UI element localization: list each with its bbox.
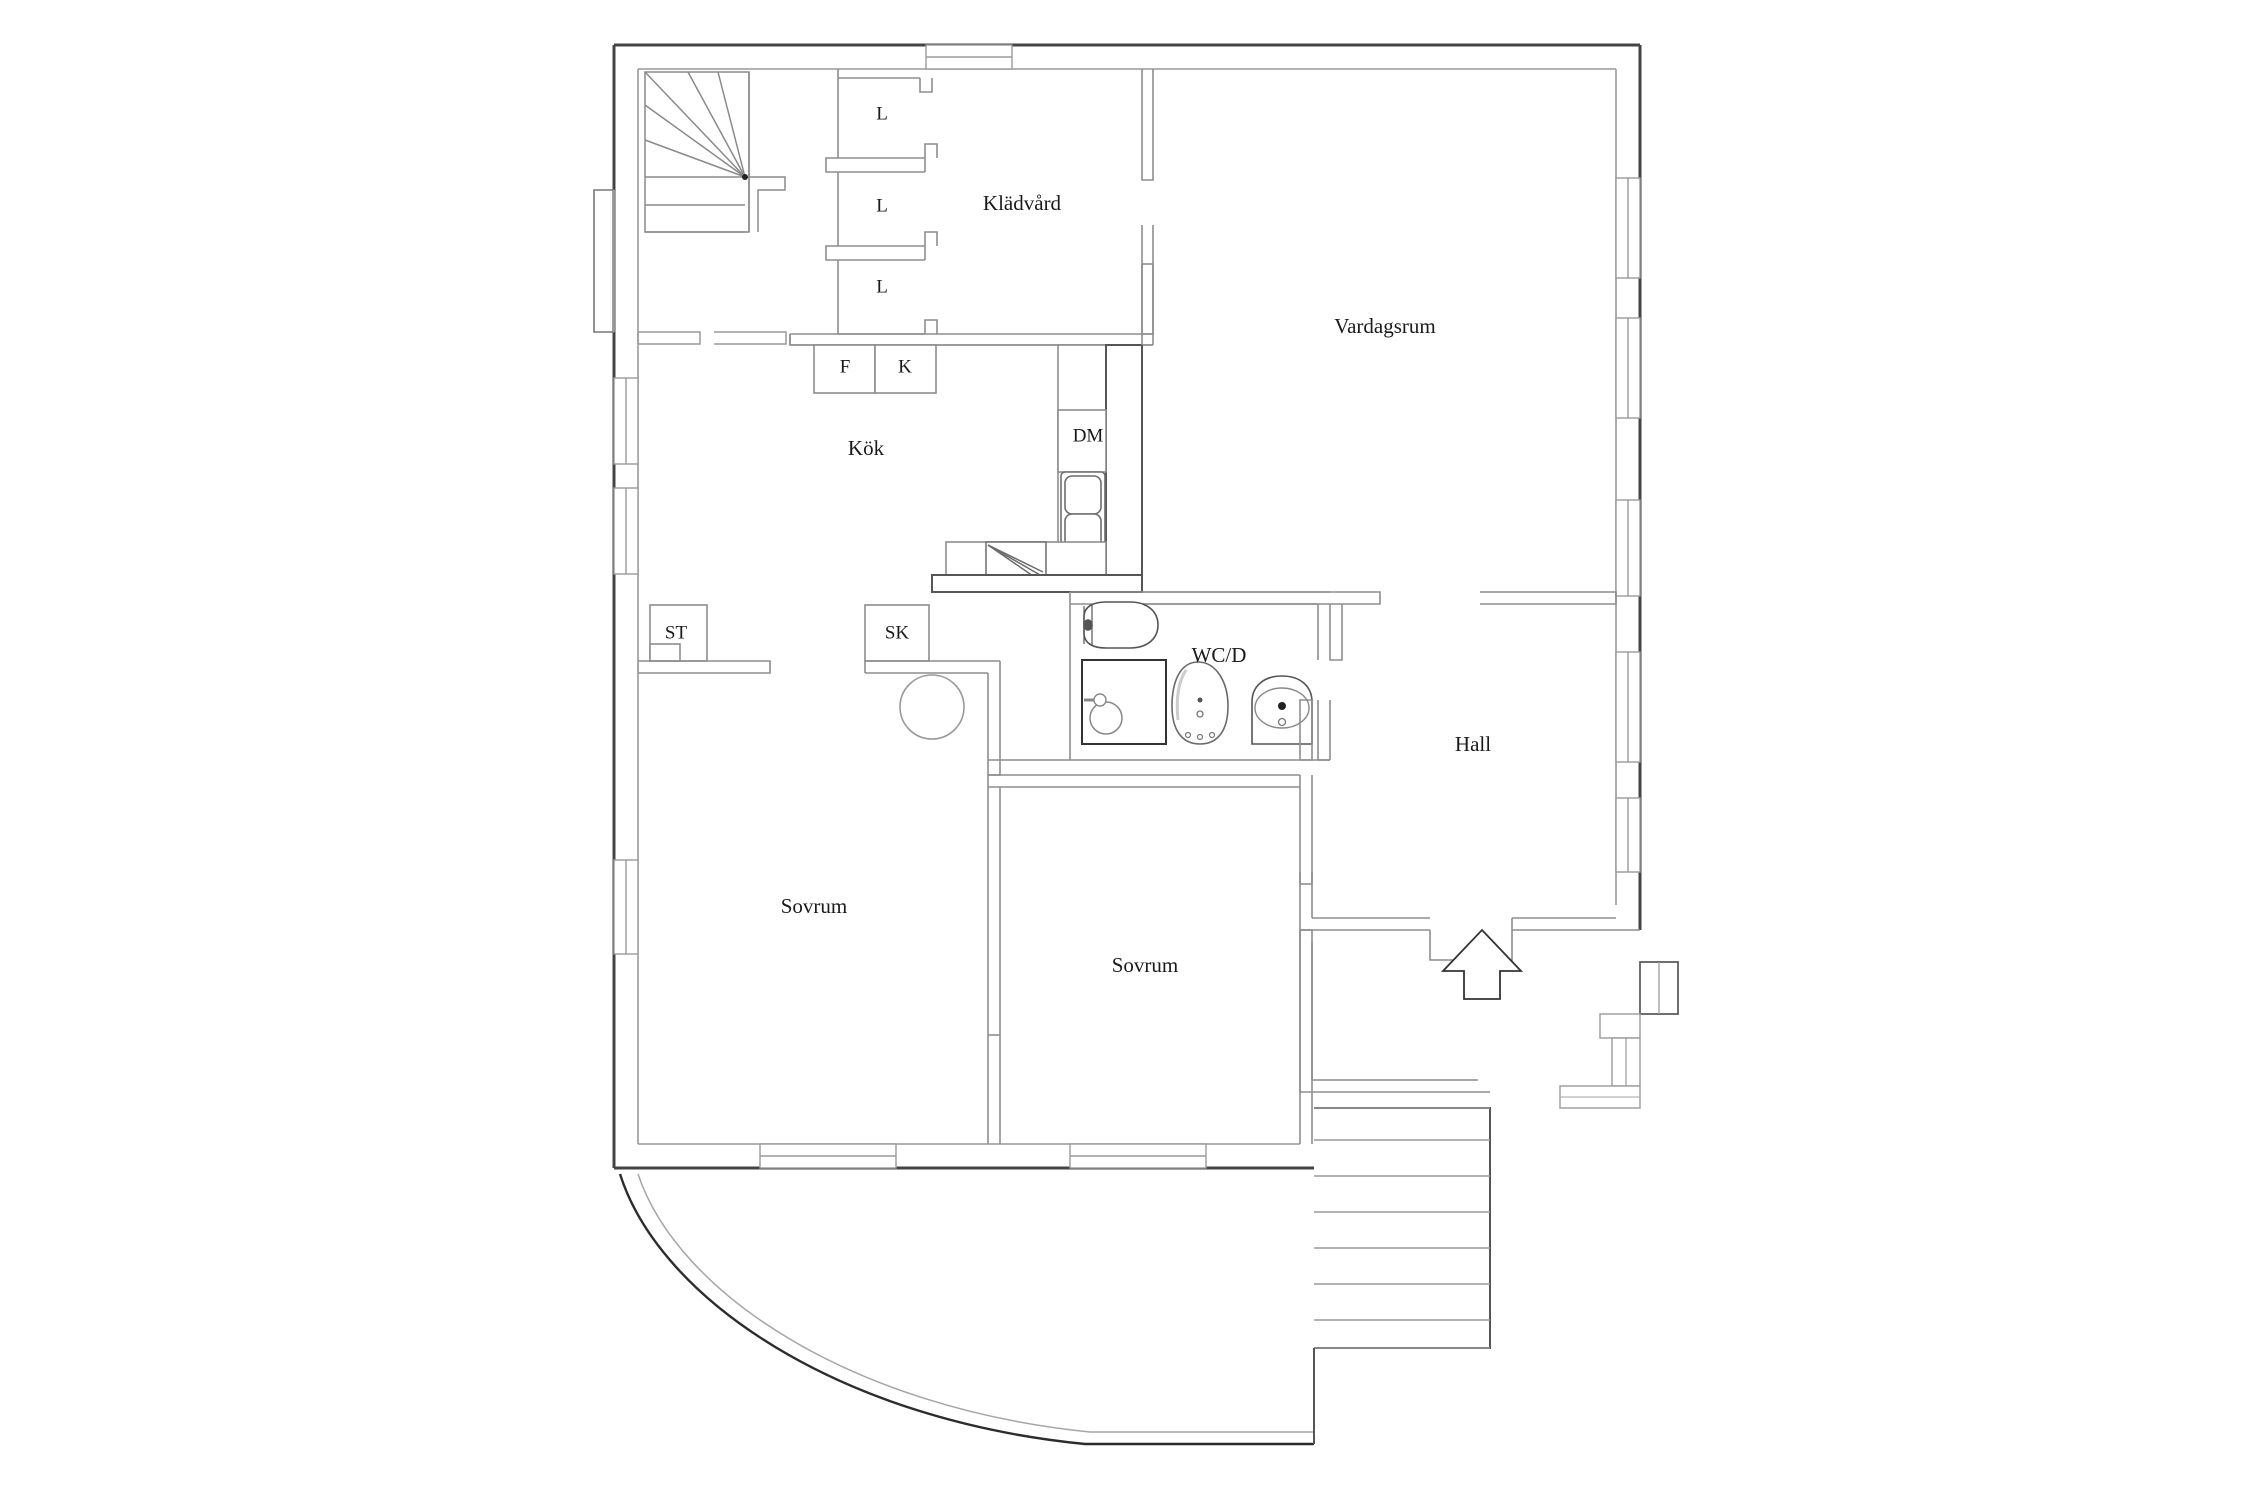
room-label-kladvard: Klädvård (983, 191, 1062, 215)
kitchen-livingroom-partition (1141, 263, 1154, 345)
cooktop (985, 541, 1047, 579)
entrance-direction-arrow (1440, 928, 1524, 1000)
window-group (613, 44, 1641, 1169)
interior-winder-staircase (644, 71, 786, 233)
bathtub-icon (1171, 661, 1229, 745)
room-labels-group: Klädvård Vardagsrum Kök WC/D Hall Sovrum… (781, 191, 1492, 977)
door-jambs-misc (637, 331, 1071, 673)
curved-terrace-edge (618, 1173, 1315, 1446)
room-label-hall: Hall (1455, 732, 1491, 756)
vestibule-exterior-openings (1559, 961, 1679, 1109)
room-label-vardagsrum: Vardagsrum (1334, 314, 1435, 338)
round-table (899, 674, 965, 740)
room-label-sovrum-1: Sovrum (781, 894, 848, 918)
left-wall-bay-projection (593, 189, 615, 333)
bathroom-fixtures (1081, 601, 1313, 745)
fridge-freezer-units (813, 344, 937, 394)
kitchen-counter-group (931, 344, 1143, 593)
exterior-entry-steps (1314, 1107, 1491, 1349)
hall-entrance-walls (1299, 699, 1640, 1093)
room-label-wcd: WC/D (1192, 643, 1247, 667)
storage-unit-ST (649, 604, 708, 662)
label-closet-l-1: L (876, 103, 888, 124)
washbasin-icon (1251, 675, 1313, 745)
freezer-unit-K (874, 344, 937, 394)
dishwasher-DM (1057, 409, 1107, 473)
label-dishwasher-dm: DM (1073, 425, 1104, 446)
label-storage-st: ST (665, 622, 688, 643)
room-label-kok: Kök (848, 436, 885, 460)
room-label-sovrum-2: Sovrum (1112, 953, 1179, 977)
label-freezer-k: K (898, 356, 912, 377)
label-fridge-f: F (840, 356, 851, 377)
vestibule-jamb-block (1599, 1013, 1641, 1039)
laundry-partition-walls (789, 69, 1154, 346)
label-closet-l-2: L (876, 195, 888, 216)
shower-cabin-icon (1081, 659, 1167, 745)
fixture-labels-group: L L L F K DM ST SK (665, 103, 1104, 643)
kitchen-double-sink (1060, 471, 1106, 557)
label-cabinet-sk: SK (885, 622, 910, 643)
toilet-icon (1083, 601, 1159, 649)
fridge-unit-F (813, 344, 876, 394)
label-closet-l-3: L (876, 276, 888, 297)
cabinet-unit-SK (864, 604, 930, 662)
bedroom-1-walls (638, 660, 1001, 1144)
